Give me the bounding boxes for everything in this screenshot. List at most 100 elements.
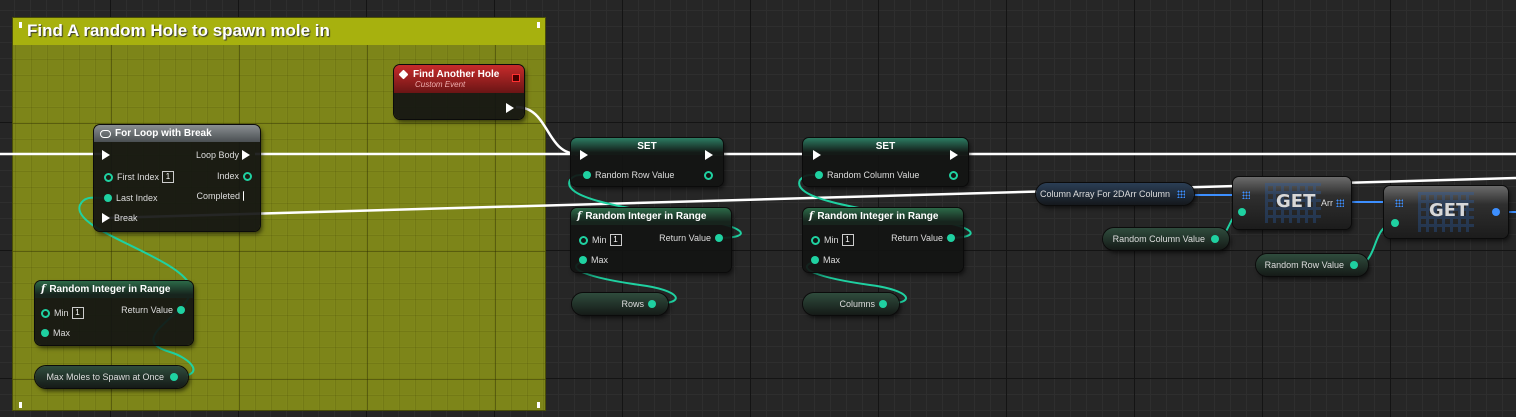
for-loop-header[interactable]: For Loop with Break <box>94 125 260 142</box>
get-2-out-pin[interactable] <box>1492 208 1500 216</box>
set-row-exec-out-pin[interactable] <box>705 150 713 160</box>
completed-exec-pin[interactable] <box>243 191 250 201</box>
return-value-pin[interactable] <box>177 306 185 314</box>
custom-event-header[interactable]: Find Another Hole Custom Event <box>394 65 524 93</box>
random-int-column-header[interactable]: f Random Integer in Range <box>803 208 963 225</box>
rows-label: Rows <box>621 299 644 309</box>
array-watermark-icon <box>1418 192 1474 232</box>
max-label: Max <box>823 255 841 265</box>
columns-variable-node[interactable]: Columns <box>803 293 899 315</box>
random-int-column-node[interactable]: f Random Integer in Range Min 1 Max Retu… <box>803 208 963 272</box>
random-int-left-min-row: Min 1 <box>37 307 84 319</box>
set-row-title: SET <box>637 141 657 152</box>
max-moles-out-pin[interactable] <box>170 373 178 381</box>
random-int-column-title: Random Integer in Range <box>817 211 939 222</box>
rows-out-pin[interactable] <box>648 300 656 308</box>
random-int-left-node[interactable]: f Random Integer in Range Min 1 Max Retu… <box>35 281 193 345</box>
comment-tick-icon <box>537 22 540 28</box>
set-column-exec-in-pin[interactable] <box>813 150 821 160</box>
for-loop-with-break-node[interactable]: For Loop with Break First Index 1 Last I… <box>94 125 260 231</box>
return-value-pin[interactable] <box>947 234 955 242</box>
function-icon: f <box>577 211 582 222</box>
get-1-out-row: Arr <box>1321 198 1347 208</box>
set-row-exec-in-pin[interactable] <box>580 150 588 160</box>
set-random-row-node[interactable]: SET Random Row Value <box>571 138 723 186</box>
set-random-column-node[interactable]: SET Random Column Value <box>803 138 968 186</box>
min-label: Min <box>592 235 607 245</box>
delegate-pin-icon[interactable] <box>512 74 520 82</box>
random-row-value-out-pin[interactable] <box>1350 261 1358 269</box>
get-1-array-in-pin[interactable] <box>1242 191 1250 199</box>
diamond-event-icon <box>398 69 409 80</box>
max-pin[interactable] <box>41 329 49 337</box>
exec-in-pin[interactable] <box>102 150 110 160</box>
set-column-var-row: Random Column Value <box>811 170 919 180</box>
break-exec-pin[interactable] <box>102 213 110 223</box>
min-value[interactable]: 1 <box>609 234 622 246</box>
get-1-index-pin[interactable] <box>1238 208 1246 216</box>
random-int-row-header[interactable]: f Random Integer in Range <box>571 208 731 225</box>
comment-title[interactable]: Find A random Hole to spawn mole in <box>27 21 330 40</box>
get-1-array-out-pin[interactable] <box>1336 199 1344 207</box>
max-moles-variable-node[interactable]: Max Moles to Spawn at Once <box>35 366 188 388</box>
get-array-node-2[interactable]: GET <box>1384 186 1508 238</box>
min-pin[interactable] <box>41 308 50 318</box>
get-1-title: GET <box>1276 191 1316 212</box>
loop-icon <box>100 129 111 138</box>
get-array-node-1[interactable]: GET Arr <box>1233 177 1351 229</box>
first-index-value[interactable]: 1 <box>162 171 175 183</box>
set-column-title: SET <box>875 141 896 152</box>
get-2-index-pin[interactable] <box>1391 219 1399 227</box>
last-index-label: Last Index <box>116 193 158 203</box>
min-pin[interactable] <box>579 235 588 245</box>
set-row-in-pin[interactable] <box>583 171 591 179</box>
max-pin[interactable] <box>579 256 587 264</box>
return-value-label: Return Value <box>891 233 943 243</box>
column-array-label: Column Array For 2DArr Column <box>1039 189 1170 199</box>
rows-variable-node[interactable]: Rows <box>572 293 668 315</box>
set-column-exec-out-pin[interactable] <box>950 150 958 160</box>
event-exec-out-pin[interactable] <box>506 103 514 113</box>
max-pin[interactable] <box>811 256 819 264</box>
random-column-value-out-pin[interactable] <box>1211 235 1219 243</box>
set-row-header[interactable]: SET <box>571 138 723 155</box>
break-label: Break <box>114 213 138 223</box>
for-loop-title: For Loop with Break <box>115 128 212 139</box>
get-2-array-in-pin[interactable] <box>1395 199 1403 207</box>
min-pin[interactable] <box>811 235 820 245</box>
function-icon: f <box>41 284 46 295</box>
random-int-left-max-row: Max <box>37 328 70 338</box>
loop-body-row: Loop Body <box>196 150 254 160</box>
random-column-value-label: Random Column Value <box>1112 234 1205 244</box>
first-index-pin[interactable] <box>104 172 113 182</box>
random-int-column-return-row: Return Value <box>891 233 959 243</box>
loop-body-exec-pin[interactable] <box>242 150 250 160</box>
random-int-column-max-row: Max <box>807 255 840 265</box>
random-int-row-node[interactable]: f Random Integer in Range Min 1 Max Retu… <box>571 208 731 272</box>
min-value[interactable]: 1 <box>71 307 84 319</box>
custom-event-title: Find Another Hole <box>413 69 500 80</box>
set-column-header[interactable]: SET <box>803 138 968 155</box>
columns-out-pin[interactable] <box>879 300 887 308</box>
set-column-in-pin[interactable] <box>815 171 823 179</box>
column-array-variable-node[interactable]: Column Array For 2DArr Column <box>1036 183 1194 205</box>
random-int-left-header[interactable]: f Random Integer in Range <box>35 281 193 298</box>
random-column-value-variable-node[interactable]: Random Column Value <box>1103 228 1229 250</box>
last-index-pin[interactable] <box>104 194 112 202</box>
min-label: Min <box>54 308 69 318</box>
custom-event-node[interactable]: Find Another Hole Custom Event <box>394 65 524 119</box>
set-row-var-label: Random Row Value <box>595 170 675 180</box>
random-row-value-variable-node[interactable]: Random Row Value <box>1256 254 1368 276</box>
comment-header[interactable]: Find A random Hole to spawn mole in <box>13 18 545 45</box>
set-row-out-pin[interactable] <box>704 171 713 180</box>
return-value-pin[interactable] <box>715 234 723 242</box>
set-row-var-row: Random Row Value <box>579 170 674 180</box>
columns-label: Columns <box>839 299 875 309</box>
index-out-pin[interactable] <box>243 171 252 181</box>
for-loop-exec-in[interactable] <box>102 150 114 160</box>
min-value[interactable]: 1 <box>841 234 854 246</box>
array-grid-pin-icon[interactable] <box>1177 190 1185 198</box>
min-label: Min <box>824 235 839 245</box>
random-int-row-return-row: Return Value <box>659 233 727 243</box>
set-column-out-pin[interactable] <box>949 171 958 180</box>
